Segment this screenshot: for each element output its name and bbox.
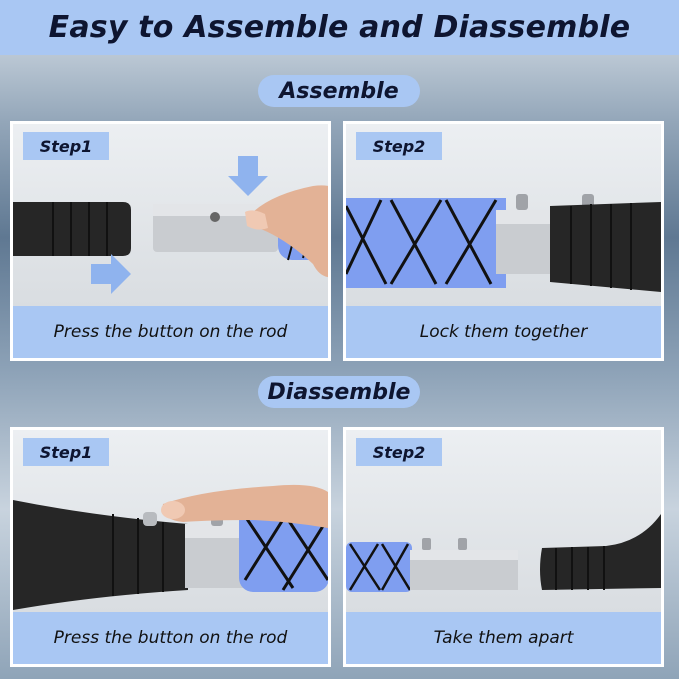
step-badge: Step1 [23, 132, 109, 160]
diassemble-step1-panel: Step1 Press the button on the rod [10, 427, 331, 667]
step-caption: Lock them together [346, 306, 661, 358]
assemble-step1-photo [13, 124, 328, 306]
title-banner: Easy to Assemble and Diassemble [0, 0, 679, 55]
step-caption: Take them apart [346, 612, 661, 664]
step-badge: Step2 [356, 438, 442, 466]
diassemble-step2-panel: Step2 Take them apart [343, 427, 664, 667]
step-badge: Step1 [23, 438, 109, 466]
section-assemble-label: Assemble [258, 75, 420, 107]
step-caption: Press the button on the rod [13, 306, 328, 358]
section-diassemble-label: Diassemble [258, 376, 420, 408]
page-title: Easy to Assemble and Diassemble [48, 10, 631, 45]
step-badge: Step2 [356, 132, 442, 160]
assemble-step2-panel: Step2 Lock them together [343, 121, 664, 361]
step-caption: Press the button on the rod [13, 612, 328, 664]
assemble-step1-panel: Step1 Press the button on the rod [10, 121, 331, 361]
